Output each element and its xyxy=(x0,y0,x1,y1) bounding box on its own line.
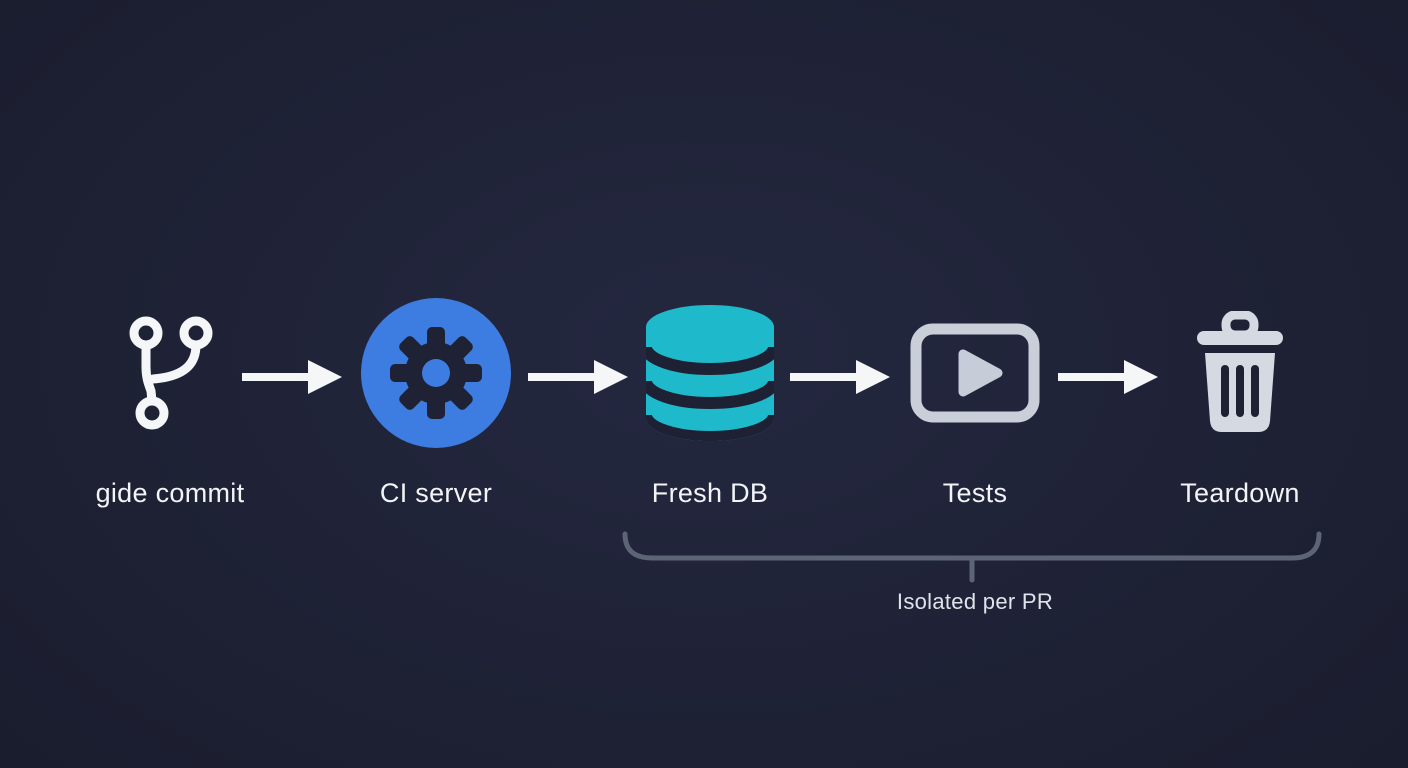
gear-icon xyxy=(361,297,511,453)
play-icon xyxy=(910,323,1040,428)
arrow-right-icon xyxy=(242,359,342,395)
arrow-right-icon xyxy=(1058,359,1158,395)
node-teardown: Teardown xyxy=(1110,300,1370,535)
node-fresh-db: Fresh DB xyxy=(580,300,840,535)
brace-underline xyxy=(622,530,1322,584)
node-ci-server: CI server xyxy=(306,297,566,535)
node-label: Fresh DB xyxy=(651,478,769,508)
database-icon xyxy=(646,303,774,448)
node-label: gide commit xyxy=(95,478,245,508)
arrow-right-icon xyxy=(790,359,890,395)
node-tests: Tests xyxy=(845,300,1105,535)
arrow-right-icon xyxy=(528,359,628,395)
node-label: Teardown xyxy=(1180,478,1300,508)
node-code-commit: gide commit xyxy=(40,300,300,535)
git-branch-icon xyxy=(122,313,218,438)
node-label: Tests xyxy=(942,478,1008,508)
node-label: CI server xyxy=(379,478,493,508)
annotation-isolated-per-pr: Isolated per PR xyxy=(896,589,1054,614)
trash-icon xyxy=(1190,310,1290,440)
